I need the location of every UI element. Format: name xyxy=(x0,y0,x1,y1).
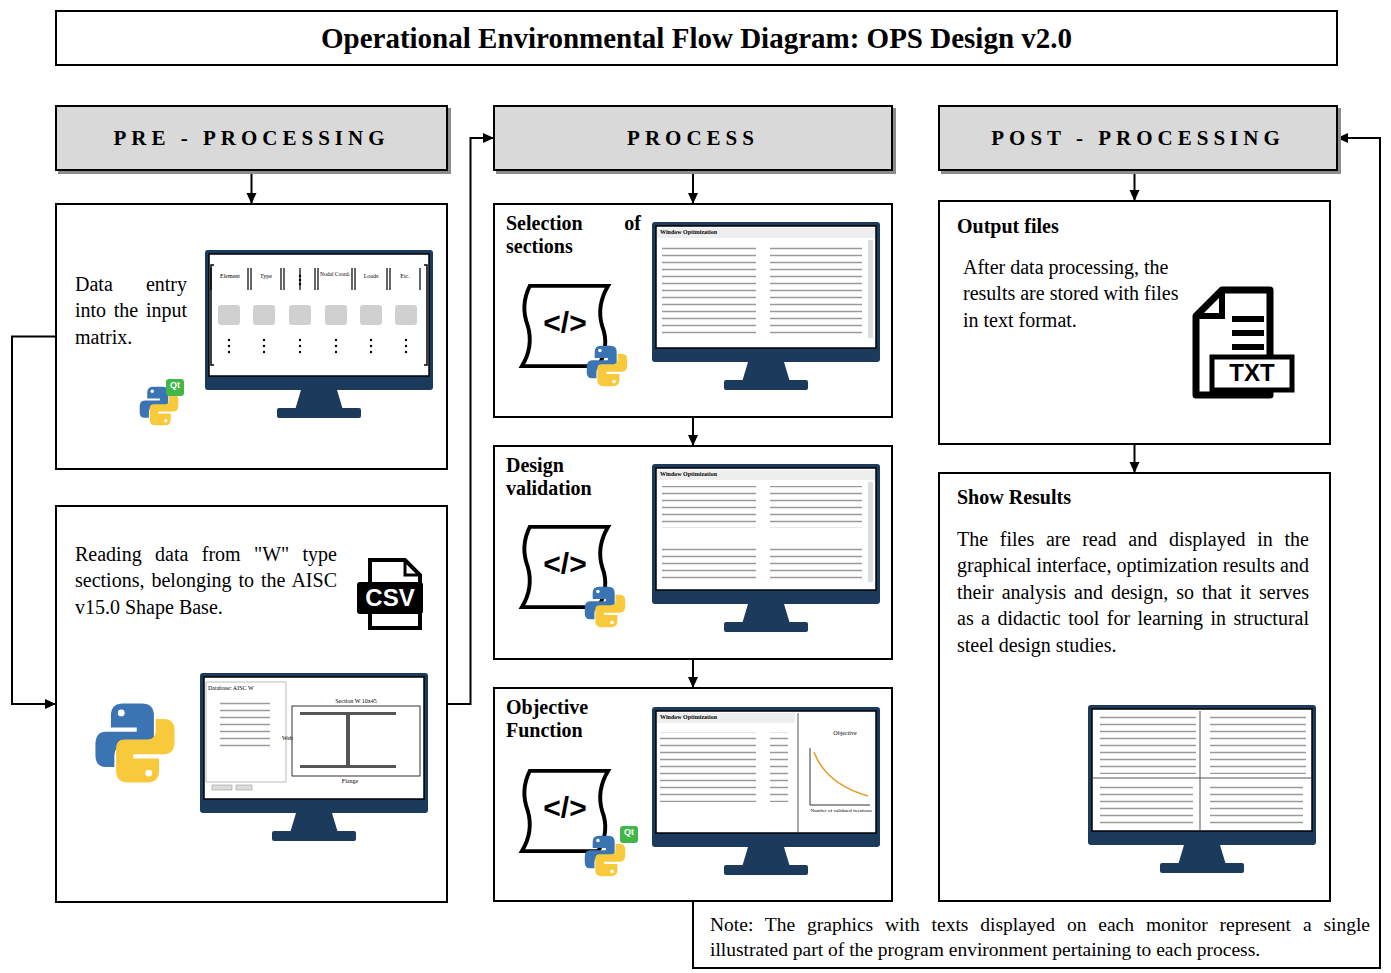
flow-arrow xyxy=(1134,171,1136,200)
monitor-label: Qt xyxy=(620,828,638,838)
monitor-label: Element xyxy=(210,273,250,280)
header-text: PRE - PROCESSING xyxy=(113,126,389,151)
box-heading: Show Results xyxy=(957,486,1257,509)
flow-arrow xyxy=(692,418,694,445)
flow-arrow xyxy=(251,171,253,203)
process-box: Reading data from "W" type sections, bel… xyxy=(55,505,448,903)
monitor-label: Window Optimization xyxy=(660,229,780,236)
txt-icon xyxy=(1196,290,1292,395)
results-monitor xyxy=(1088,705,1316,873)
stage-header: PRE - PROCESSING xyxy=(55,105,448,171)
monitor-label: Loads xyxy=(355,273,387,280)
monitor-label: TXT xyxy=(1212,360,1292,386)
flow-arrow xyxy=(1134,445,1136,472)
box-text: Design validation xyxy=(506,454,636,500)
monitor-label: Flange xyxy=(330,778,370,785)
monitor-label: Type xyxy=(251,273,281,280)
monitor-label: </> xyxy=(518,306,612,339)
monitor-label: Number of validated iterations xyxy=(806,808,876,814)
monitor-label: Window Optimization xyxy=(660,714,780,721)
box-text: Reading data from "W" type sections, bel… xyxy=(75,541,337,620)
monitor-label: Etc. xyxy=(390,273,420,280)
title-box: Operational Environmental Flow Diagram: … xyxy=(55,10,1338,66)
box-text: Selection of sections xyxy=(506,212,641,258)
monitor-label: Section W 10x45 xyxy=(296,698,416,705)
monitor-label: Nodal Coord. xyxy=(318,271,352,277)
note-text: Note: The graphics with texts displayed … xyxy=(710,912,1370,963)
flow-arrow xyxy=(692,171,694,203)
monitor-label: Web xyxy=(282,735,298,742)
monitor-label: </> xyxy=(518,791,612,824)
stage-header: POST - PROCESSING xyxy=(938,105,1338,171)
monitor-label: Objective xyxy=(820,730,870,737)
box-text: Data entry into the input matrix. xyxy=(75,271,187,350)
box-heading: Output files xyxy=(957,215,1257,238)
box-text: The files are read and displayed in the … xyxy=(957,526,1309,658)
process-box: Data entry into the input matrix. xyxy=(55,203,448,470)
database-monitor xyxy=(200,673,428,841)
title-text: Operational Environmental Flow Diagram: … xyxy=(321,22,1072,55)
python-qt-icon xyxy=(140,379,184,425)
monitor-label: Window Optimization xyxy=(660,471,780,478)
python-logo xyxy=(95,703,174,782)
monitor-label: Database: AISC W xyxy=(208,685,286,692)
monitor-label: </> xyxy=(518,547,612,580)
flow-arrow xyxy=(448,138,493,704)
monitor-label: Qt xyxy=(166,381,184,391)
csv-icon xyxy=(357,560,423,628)
process-box: Output filesAfter data processing, the r… xyxy=(938,200,1331,445)
process-box: Show ResultsThe files are read and displ… xyxy=(938,472,1331,902)
matrix-monitor xyxy=(205,250,433,418)
stage-header: PROCESS xyxy=(493,105,893,171)
flow-arrow xyxy=(12,337,55,705)
flow-arrow xyxy=(692,660,694,687)
box-text: After data processing, the results are s… xyxy=(963,254,1181,333)
header-text: POST - PROCESSING xyxy=(991,126,1285,151)
box-text: Objective Function xyxy=(506,696,636,742)
monitor-label: CSV xyxy=(357,585,423,611)
header-text: PROCESS xyxy=(627,126,759,151)
